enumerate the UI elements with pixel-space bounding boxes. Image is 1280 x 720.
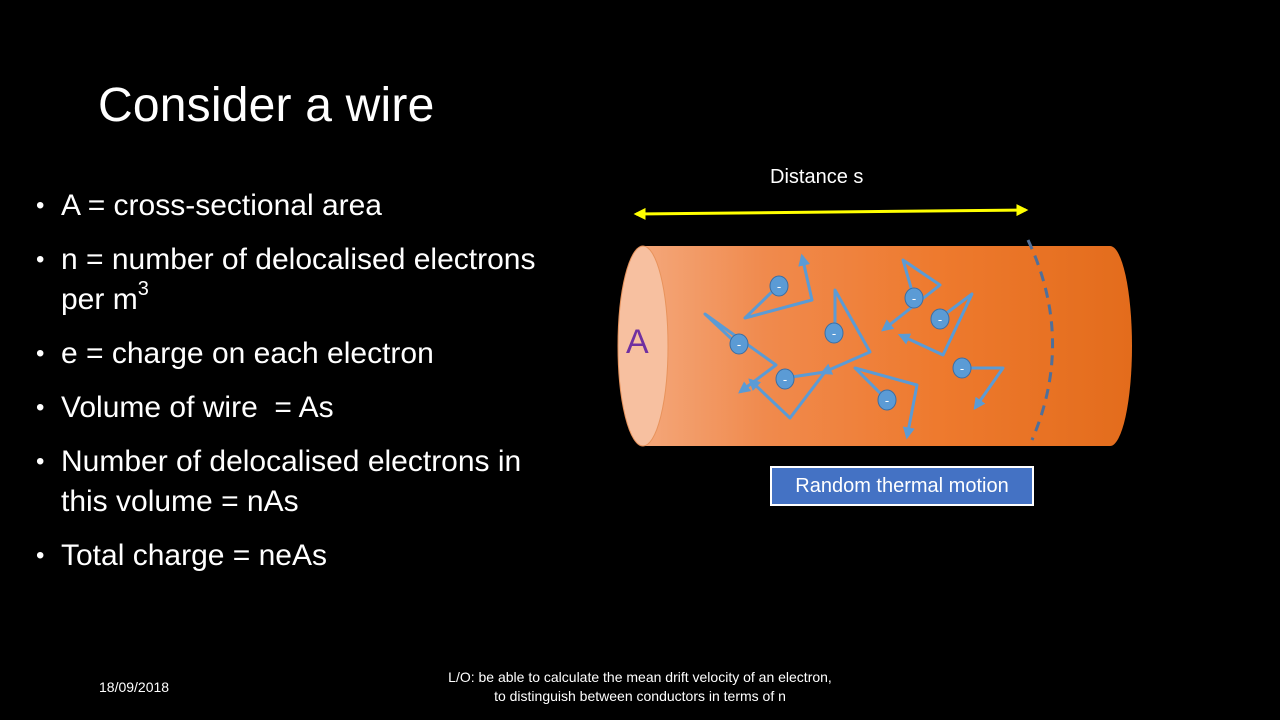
distance-label: Distance s (770, 166, 864, 188)
bullet-dot: • (36, 542, 45, 569)
slide-title: Consider a wire (98, 79, 435, 132)
electron-path (819, 288, 872, 375)
electron-sign: - (960, 361, 964, 376)
electron: - (769, 275, 789, 297)
learning-objective-line: L/O: be able to calculate the mean drift… (448, 669, 832, 685)
electron: - (877, 389, 897, 411)
electron: - (824, 322, 844, 344)
electron: - (904, 287, 924, 309)
bullet-dot: • (36, 394, 45, 421)
electron-path (853, 366, 919, 440)
electron-path (748, 370, 827, 420)
bullet-dot: • (36, 192, 45, 219)
bullet-item: • Volume of wire = As (36, 388, 576, 428)
electron-sign: - (737, 337, 741, 352)
bullet-text: Number of delocalised electrons in this … (61, 445, 522, 518)
electron-sign: - (777, 279, 781, 294)
bullet-item: • A = cross-sectional area (36, 186, 576, 226)
distance-arrow (633, 204, 1029, 220)
electron: - (729, 333, 749, 355)
learning-objective-footer: L/O: be able to calculate the mean drift… (380, 668, 900, 706)
electron: - (952, 357, 972, 379)
slide-date: 18/09/2018 (99, 679, 170, 695)
wire-body (643, 246, 1132, 446)
bullet-item: • Number of delocalised electrons in thi… (36, 442, 576, 522)
bullet-dot: • (36, 448, 45, 475)
electron-sign: - (783, 372, 787, 387)
electron-sign: - (885, 393, 889, 408)
bullet-text: Total charge = neAs (61, 539, 328, 572)
electron-sign: - (912, 291, 916, 306)
bullet-dot: • (36, 340, 45, 367)
electron-path (881, 258, 942, 332)
electrons: - - - - - - - (729, 275, 972, 411)
electron-path (743, 253, 814, 320)
bullet-item: • Total charge = neAs (36, 536, 576, 576)
bullet-dot: • (36, 246, 45, 273)
electron: - (930, 308, 950, 330)
electron-path (962, 366, 1005, 410)
electron-path (897, 292, 974, 357)
random-thermal-motion-caption: Random thermal motion (770, 466, 1034, 506)
electron: - (775, 368, 795, 390)
bullet-text: Volume of wire = As (61, 391, 334, 424)
electron-sign: - (938, 312, 942, 327)
electron-path (703, 312, 778, 394)
bullet-text: e = charge on each electron (61, 337, 434, 370)
bullet-text: n = number of delocalised electrons per … (61, 243, 536, 316)
electron-sign: - (832, 326, 836, 341)
section-boundary-dashed (1026, 239, 1055, 441)
bullet-list: • A = cross-sectional area • n = number … (36, 186, 576, 590)
learning-objective-line: to distinguish between conductors in ter… (494, 688, 786, 704)
bullet-item: • n = number of delocalised electrons pe… (36, 240, 576, 320)
bullet-item: • e = charge on each electron (36, 334, 576, 374)
superscript-exponent: 3 (137, 278, 149, 300)
bullet-text: A = cross-sectional area (61, 189, 382, 222)
cross-section-area-label: A (626, 323, 649, 361)
